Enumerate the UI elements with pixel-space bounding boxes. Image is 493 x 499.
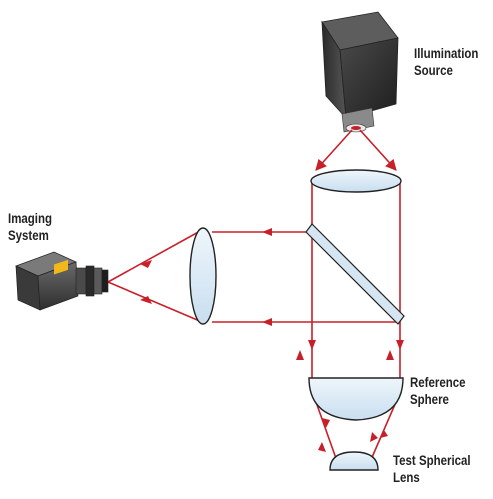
arrow-h-top-1 <box>262 228 272 236</box>
test-spherical-lens-label: Test Spherical Lens <box>393 452 471 485</box>
ray-converge-bottom <box>107 281 203 323</box>
reference-sphere-label: Reference Sphere <box>410 374 466 407</box>
ray-sphere-left <box>315 401 339 465</box>
arrow-converge-bottom <box>140 296 152 304</box>
arrow-down-left <box>308 340 316 350</box>
camera-icon <box>15 251 109 311</box>
ray-converge-top <box>107 229 203 283</box>
ray-source-left <box>315 129 353 171</box>
arrow-down-right <box>396 340 404 350</box>
ray-source-right <box>359 129 397 171</box>
arrow-up-left <box>296 350 304 360</box>
reference-sphere <box>308 377 404 421</box>
light-source-icon <box>321 11 399 133</box>
beam-splitter <box>305 223 405 325</box>
arrow-up-right <box>386 350 394 360</box>
arrow-sphere-left-down <box>322 418 330 428</box>
collimating-lens <box>310 169 402 193</box>
imaging-system-label: Imaging System <box>8 210 53 243</box>
illumination-source-label: Illumination Source <box>414 45 479 78</box>
arrow-sphere-left-up <box>318 442 326 452</box>
arrow-h-bottom-1 <box>262 318 272 326</box>
arrow-sphere-right-down <box>380 430 388 438</box>
ray-arrows <box>140 228 404 452</box>
test-spherical-lens <box>329 451 379 471</box>
arrow-converge-top <box>140 260 152 268</box>
imaging-lens <box>189 227 217 325</box>
arrow-sphere-right-up <box>370 432 378 442</box>
